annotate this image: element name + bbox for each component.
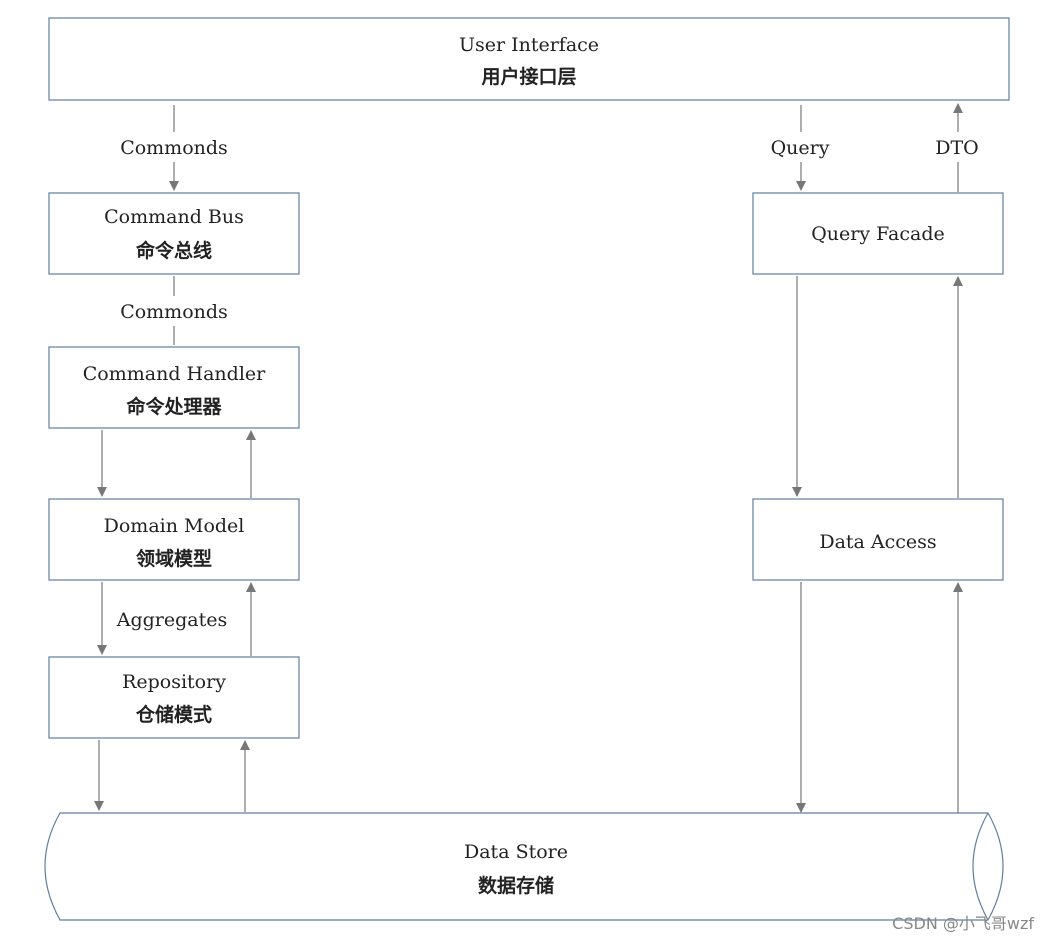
- repository-label-cn: 仓储模式: [135, 703, 212, 726]
- user-interface-label: User Interface: [459, 34, 599, 56]
- command-bus-label: Command Bus: [104, 206, 244, 228]
- repository-box: Repository 仓储模式: [48, 656, 300, 739]
- command-bus-label-cn: 命令总线: [136, 239, 212, 262]
- data-access-box: Data Access: [752, 498, 1004, 581]
- data-access-label: Data Access: [819, 531, 936, 553]
- query-facade-label: Query Facade: [811, 223, 945, 245]
- data-store-label-cn: 数据存储: [478, 874, 554, 897]
- user-interface-label-cn: 用户接口层: [481, 65, 576, 88]
- user-interface-box: User Interface 用户接口层: [48, 17, 1010, 101]
- edge-label-bus-to-handler: Commonds: [120, 301, 228, 323]
- edge-label-facade-to-ui: DTO: [935, 137, 978, 159]
- edge-label-ui-to-facade: Query: [771, 137, 830, 159]
- command-bus-box: Command Bus 命令总线: [48, 192, 300, 275]
- command-handler-box: Command Handler 命令处理器: [48, 346, 300, 429]
- domain-model-box: Domain Model 领域模型: [48, 498, 300, 581]
- data-store-label: Data Store: [464, 841, 568, 863]
- edge-label-ui-to-bus: Commonds: [120, 137, 228, 159]
- command-handler-label: Command Handler: [83, 363, 266, 385]
- domain-model-label: Domain Model: [104, 515, 245, 537]
- repository-label: Repository: [122, 671, 226, 693]
- edge-label-model-to-repo: Aggregates: [116, 609, 228, 631]
- watermark: CSDN @小飞哥wzf: [892, 914, 1034, 933]
- command-handler-label-cn: 命令处理器: [126, 395, 222, 418]
- data-store-cylinder: Data Store 数据存储: [44, 812, 1004, 921]
- domain-model-label-cn: 领域模型: [136, 547, 212, 570]
- query-facade-box: Query Facade: [752, 192, 1004, 275]
